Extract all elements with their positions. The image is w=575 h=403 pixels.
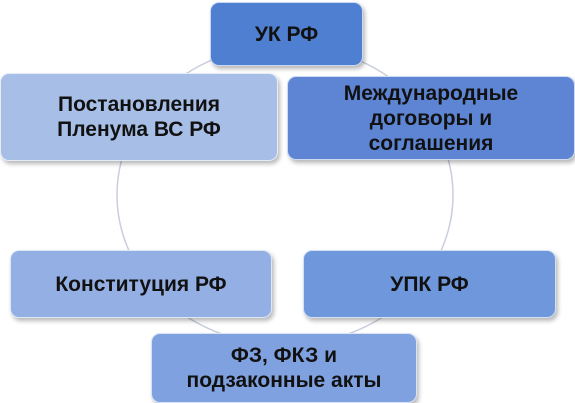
node-constitution: Конституция РФ [10, 250, 272, 318]
node-plenum-resolutions: Постановления Пленума ВС РФ [0, 73, 278, 161]
node-international-treaties: Международные договоры и соглашения [287, 76, 575, 160]
node-uk-rf: УК РФ [210, 2, 363, 66]
node-federal-laws: ФЗ, ФКЗ и подзаконные акты [151, 333, 417, 403]
node-upk-rf: УПК РФ [303, 250, 556, 318]
